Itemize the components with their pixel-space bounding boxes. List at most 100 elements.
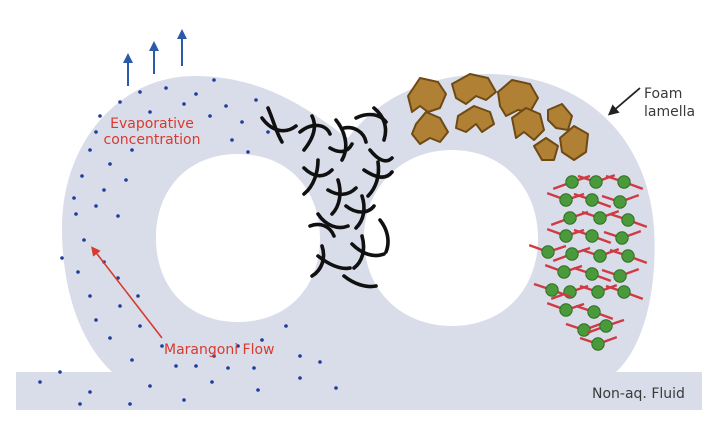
surfactant-head: [617, 285, 631, 299]
surfactant-group: [528, 173, 648, 351]
particle-dot: [284, 324, 288, 328]
marangoni-label: Marangoni Flow: [164, 342, 275, 358]
particle-dot: [88, 294, 92, 298]
marangoni-arrow-icon: [91, 246, 163, 339]
surfactant-head: [591, 337, 605, 351]
lamella-label: lamella: [644, 104, 695, 120]
particle-dot: [246, 150, 250, 154]
particle-dot: [160, 344, 164, 348]
surfactant-head: [621, 213, 635, 227]
particle-dot: [76, 270, 80, 274]
particle-dot: [118, 304, 122, 308]
foam-label: Foam: [644, 86, 682, 102]
particle-dot: [210, 380, 214, 384]
surfactant-head: [545, 283, 559, 297]
surfactant-head: [599, 319, 613, 333]
polymer-chain-group: [260, 106, 394, 289]
aggregate: [559, 125, 589, 161]
particle-dot: [118, 100, 122, 104]
particle-dot: [108, 162, 112, 166]
particle-dot: [78, 402, 82, 406]
particle-dot: [230, 138, 234, 142]
aggregate: [451, 73, 497, 105]
surfactant-head: [559, 193, 573, 207]
particle-dot: [94, 204, 98, 208]
particle-dot: [58, 370, 62, 374]
particle-dot: [260, 338, 264, 342]
particle-dot: [72, 196, 76, 200]
particle-dot: [124, 178, 128, 182]
particle-dot: [38, 380, 42, 384]
polymer-chain: [328, 142, 354, 154]
aggregate: [455, 105, 495, 133]
surfactant-head: [593, 249, 607, 263]
particle-dot: [74, 212, 78, 216]
particle-dot: [98, 114, 102, 118]
particle-dot: [130, 148, 134, 152]
particle-dot: [60, 256, 64, 260]
surfactant-head: [565, 247, 579, 261]
particle-dot: [94, 318, 98, 322]
particle-dot: [130, 358, 134, 362]
particle-dot: [266, 130, 270, 134]
surfactant-head: [577, 323, 591, 337]
particle-dot: [236, 344, 240, 348]
aggregate: [411, 111, 449, 145]
particle-dot: [148, 110, 152, 114]
particle-dot: [182, 102, 186, 106]
particle-dot: [240, 120, 244, 124]
polymer-chain: [316, 254, 352, 271]
particle-dot: [88, 148, 92, 152]
surfactant-head: [615, 231, 629, 245]
particle-dot: [128, 402, 132, 406]
surfactant-head: [565, 175, 579, 189]
polymer-chain: [350, 242, 386, 258]
foam-pointer-arrow-icon: [607, 87, 641, 116]
polymer-chain: [368, 148, 394, 163]
particle-dot: [102, 188, 106, 192]
surfactant-head: [585, 229, 599, 243]
particle-dot: [208, 114, 212, 118]
polymer-chain: [302, 166, 334, 178]
particle-dot: [82, 238, 86, 242]
surfactant-head: [559, 303, 573, 317]
particle-dot: [212, 78, 216, 82]
polymer-chain: [302, 114, 317, 152]
polymer-chain: [362, 168, 394, 179]
surfactant-head: [541, 245, 555, 259]
surfactant-head: [613, 269, 627, 283]
particle-dot: [298, 376, 302, 380]
aggregate: [407, 77, 447, 113]
particle-dot: [136, 294, 140, 298]
aggregate: [511, 107, 545, 141]
particle-dot: [256, 388, 260, 392]
polymer-chain: [330, 178, 342, 216]
particle-dot: [108, 336, 112, 340]
particle-dot: [164, 86, 168, 90]
particle-dot: [116, 214, 120, 218]
particle-dot: [88, 390, 92, 394]
particle-dot: [138, 90, 142, 94]
fluid-body: [16, 74, 702, 410]
concentration-label: concentration: [104, 132, 201, 148]
evaporation-arrows: [123, 29, 187, 86]
evaporative-label: Evaporative: [110, 116, 194, 132]
particle-dot: [174, 364, 178, 368]
polymer-chain: [266, 106, 284, 144]
particle-dot: [194, 364, 198, 368]
polymer-chain: [326, 186, 358, 197]
surfactant-head: [591, 285, 605, 299]
particle-dot: [254, 98, 258, 102]
surfactant-head: [563, 211, 577, 225]
polymer-chain: [342, 274, 378, 289]
polymer-chain: [308, 222, 336, 238]
polymer-chain: [342, 125, 368, 144]
particle-dot: [224, 104, 228, 108]
polymer-chain: [354, 194, 366, 230]
aggregate: [533, 137, 559, 161]
surfactant-head: [557, 265, 571, 279]
surfactant-head: [585, 193, 599, 207]
particle-dot: [252, 366, 256, 370]
polymer-chain: [366, 160, 381, 198]
particle-dot: [318, 360, 322, 364]
